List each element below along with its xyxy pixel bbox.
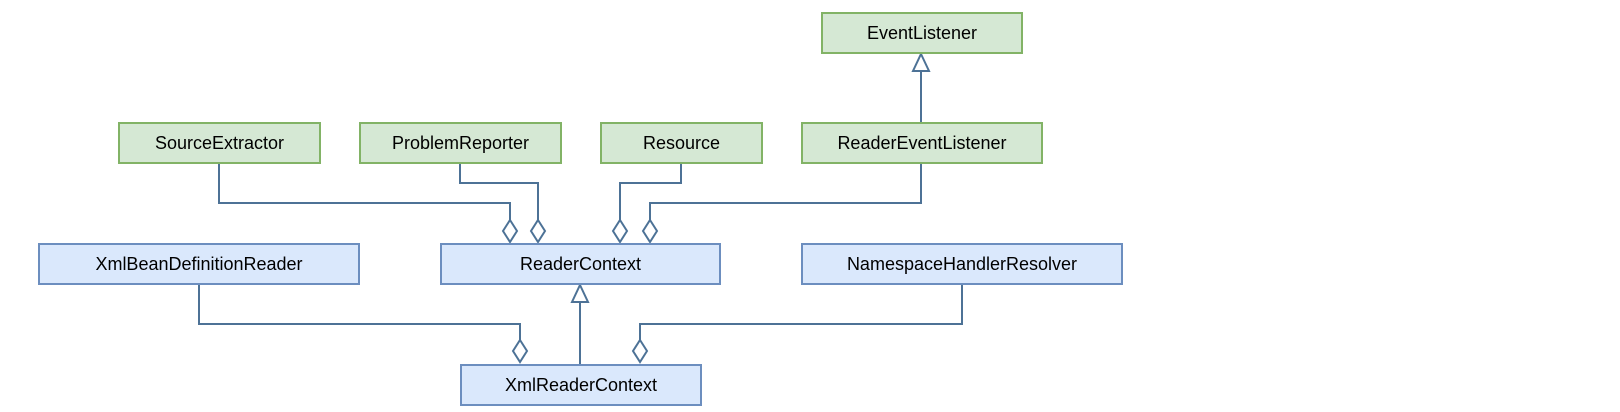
node-label: ReaderEventListener xyxy=(837,132,1007,153)
diamond-marker xyxy=(631,338,649,364)
node-xmlbeandefinitionreader: XmlBeanDefinitionReader xyxy=(38,243,360,285)
diamond-marker xyxy=(529,218,547,244)
node-namespacehandlerresolver: NamespaceHandlerResolver xyxy=(801,243,1123,285)
diamond-marker xyxy=(641,218,659,244)
edge-xmlbeandefinitionreader-xmlreadercontext xyxy=(198,285,521,340)
triangle-marker xyxy=(911,51,931,72)
node-sourceextractor: SourceExtractor xyxy=(118,122,321,164)
node-label: Resource xyxy=(642,132,721,153)
node-problemreporter: ProblemReporter xyxy=(359,122,562,164)
diamond-marker xyxy=(611,218,629,244)
edge-sourceextractor-readercontext xyxy=(218,164,511,220)
node-label: NamespaceHandlerResolver xyxy=(846,253,1078,274)
node-label: ReaderContext xyxy=(519,253,642,274)
node-readereventlistener: ReaderEventListener xyxy=(801,122,1043,164)
diamond-marker xyxy=(511,338,529,364)
node-resource: Resource xyxy=(600,122,763,164)
node-label: EventListener xyxy=(866,22,978,43)
edge-problemreporter-readercontext xyxy=(459,164,539,220)
edge-resource-readercontext xyxy=(619,164,682,220)
edge-readereventlistener-readercontext xyxy=(649,164,922,220)
node-label: ProblemReporter xyxy=(391,132,530,153)
node-label: SourceExtractor xyxy=(154,132,285,153)
node-eventlistener: EventListener xyxy=(821,12,1023,54)
node-readercontext: ReaderContext xyxy=(440,243,721,285)
diamond-marker xyxy=(501,218,519,244)
edge-namespacehandlerresolver-xmlreadercontext xyxy=(639,285,963,340)
node-label: XmlBeanDefinitionReader xyxy=(95,253,303,274)
node-label: XmlReaderContext xyxy=(504,374,658,395)
node-xmlreadercontext: XmlReaderContext xyxy=(460,364,702,406)
triangle-marker xyxy=(570,282,590,303)
